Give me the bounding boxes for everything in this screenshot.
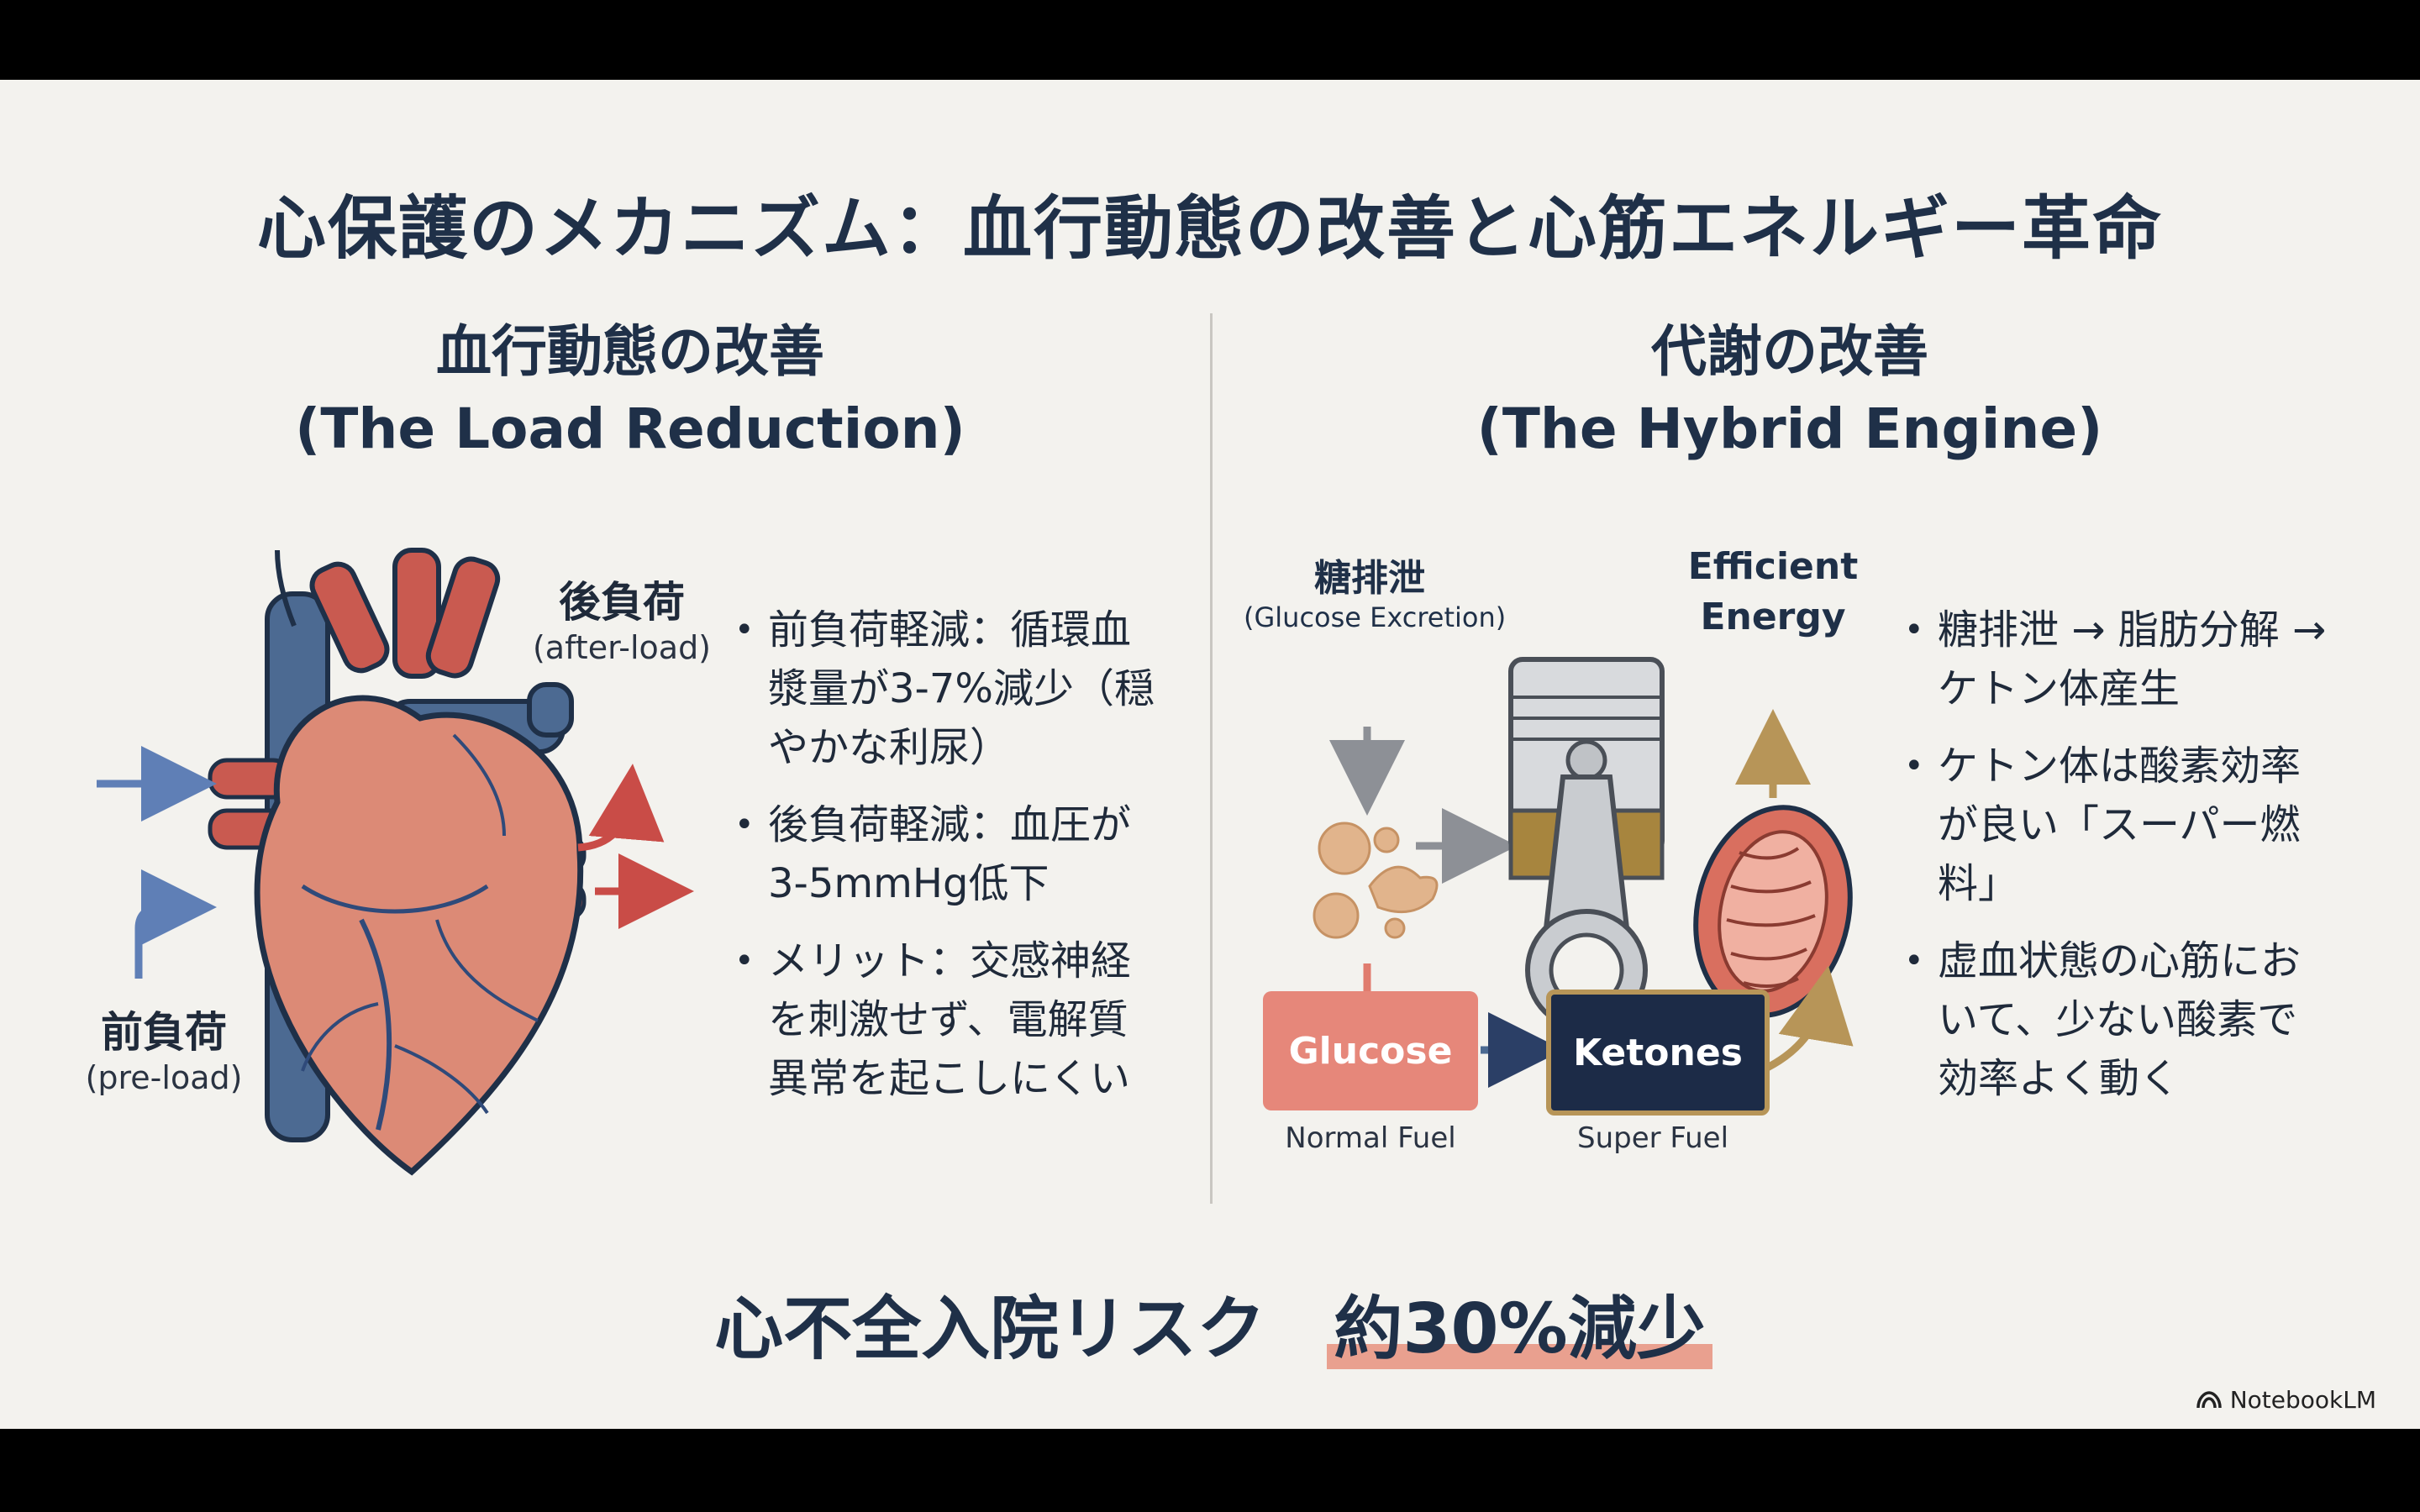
excretion-label-en: (Glucose Excretion) — [1244, 601, 1507, 633]
right-section-heading: 代謝の改善 (The Hybrid Engine) — [1412, 313, 2168, 468]
slide-title: 心保護のメカニズム：血行動態の改善と心筋エネルギー革命 — [256, 189, 2163, 269]
notebooklm-logo-icon — [2196, 1390, 2222, 1408]
right-bullet: 糖排泄 → 脂肪分解 → ケトン体産生 — [1901, 601, 2338, 718]
slide: 心保護のメカニズム：血行動態の改善と心筋エネルギー革命 血行動態の改善 (The… — [0, 80, 2420, 1429]
glucose-molecules-icon — [1313, 822, 1439, 939]
left-bullet-list: 前負荷軽減：循環血漿量が3-7%減少（穏やかな利尿） 後負荷軽減：血圧が3-5m… — [731, 601, 1168, 1126]
excretion-label: 糖排泄 (Glucose Excretion) — [1244, 548, 1507, 633]
right-bullet: ケトン体は酸素効率が良い「スーパー燃料」 — [1901, 737, 2338, 913]
efficient-energy-line1: Efficient — [1687, 545, 1859, 588]
right-heading-en: (The Hybrid Engine) — [1476, 396, 2103, 461]
right-heading-jp: 代謝の改善 — [1651, 319, 1928, 384]
glucose-sub-label: Normal Fuel — [1285, 1121, 1456, 1155]
conclusion-prefix: 心不全入院リスク — [714, 1289, 1266, 1369]
efficient-energy-label: Efficient Energy — [1672, 542, 1874, 643]
conclusion-text: 心不全入院リスク 約30%減少 — [0, 1273, 2420, 1373]
right-bullet: 虚血状態の心筋において、少ない酸素で効率よく動く — [1901, 932, 2338, 1108]
afterload-arrow-up-icon — [577, 764, 665, 852]
left-bullet: 後負荷軽減：血圧が3-5mmHg低下 — [731, 795, 1168, 913]
brand-watermark: NotebookLM — [2196, 1386, 2376, 1414]
brand-name: NotebookLM — [2229, 1386, 2376, 1414]
afterload-label-en: (after-load) — [532, 629, 712, 666]
left-heading-jp: 血行動態の改善 — [436, 319, 824, 384]
heart-icon — [208, 548, 587, 1176]
right-bullet-list: 糖排泄 → 脂肪分解 → ケトン体産生 ケトン体は酸素効率が良い「スーパー燃料」… — [1901, 601, 2338, 1126]
piston-icon — [1508, 657, 1665, 1032]
glucose-box: Glucose — [1263, 991, 1478, 1110]
ketones-sub-label: Super Fuel — [1576, 1121, 1729, 1155]
illustrations — [97, 548, 1854, 1176]
preload-label-en: (pre-load) — [85, 1059, 243, 1096]
efficient-energy-line2: Energy — [1700, 596, 1846, 638]
preload-arrow-curved-icon — [134, 869, 217, 979]
afterload-label-jp: 後負荷 — [559, 578, 685, 627]
mitochondria-icon — [1693, 805, 1853, 1018]
ketones-box: Ketones — [1546, 990, 1770, 1116]
left-bullet: メリット：交感神経を刺激せず、電解質異常を起こしにくい — [731, 932, 1168, 1108]
left-heading-en: (The Load Reduction) — [295, 396, 965, 461]
preload-label: 前負荷 (pre-load) — [59, 999, 269, 1096]
excretion-label-jp: 糖排泄 — [1314, 557, 1425, 600]
preload-label-jp: 前負荷 — [101, 1008, 227, 1057]
section-divider — [1210, 313, 1213, 1204]
conclusion-highlight: 約30%減少 — [1327, 1273, 1712, 1373]
ketones-curve-arrow-icon — [1759, 965, 1854, 1075]
left-section-heading: 血行動態の改善 (The Load Reduction) — [252, 313, 1008, 468]
left-bullet: 前負荷軽減：循環血漿量が3-7%減少（穏やかな利尿） — [731, 601, 1168, 777]
afterload-label: 後負荷 (after-load) — [521, 569, 723, 666]
